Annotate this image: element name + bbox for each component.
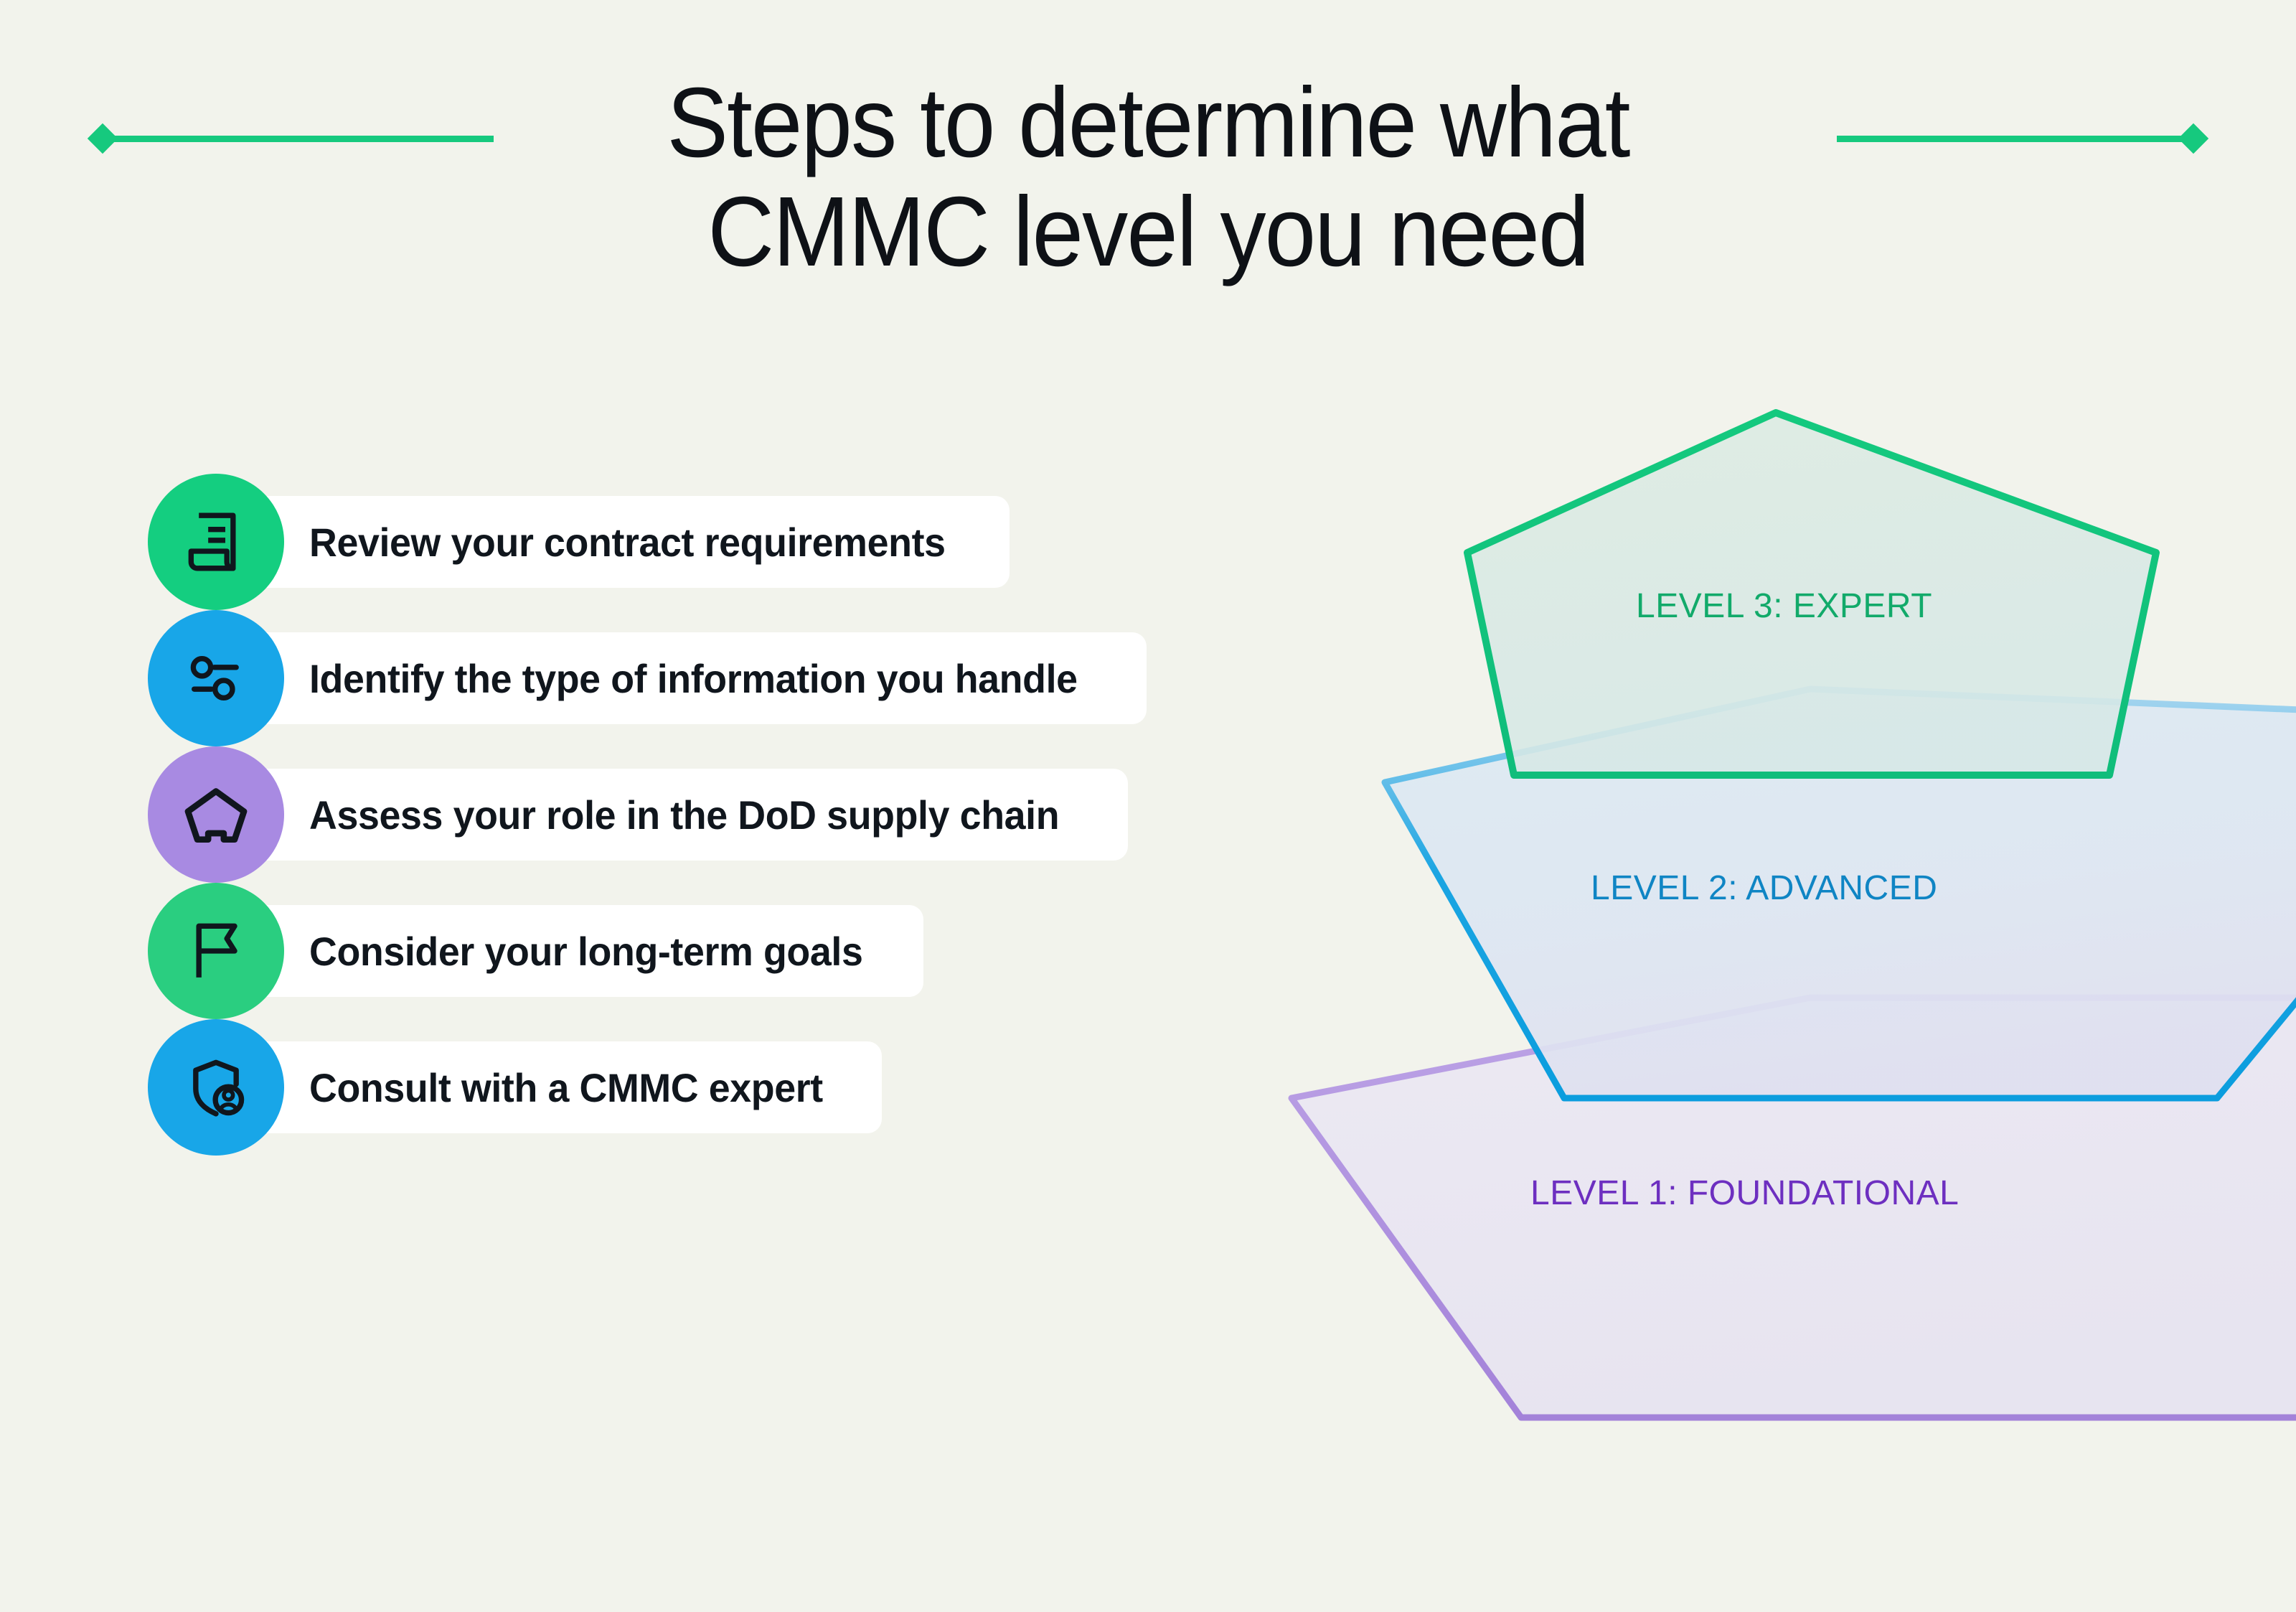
steps-list: Review your contract requirements Identi… bbox=[148, 474, 1368, 1156]
step-pill: Consult with a CMMC expert bbox=[216, 1041, 882, 1133]
step-pill: Consider your long-term goals bbox=[216, 905, 923, 997]
list-item[interactable]: Consult with a CMMC expert bbox=[148, 1019, 1368, 1156]
pentagon-building-icon bbox=[184, 788, 248, 843]
level-1-label: LEVEL 1: FOUNDATIONAL bbox=[1530, 1174, 1959, 1212]
sliders-settings-icon bbox=[190, 656, 239, 700]
page-title-text: Steps to determine what CMMC level you n… bbox=[514, 67, 1782, 287]
pentagon-stack-svg bbox=[1288, 409, 2296, 1421]
step-pill: Assess your role in the DoD supply chain bbox=[216, 769, 1128, 861]
flag-icon bbox=[196, 923, 237, 978]
document-contract-icon bbox=[188, 512, 236, 571]
line-segment bbox=[108, 135, 494, 142]
title-line-1: Steps to determine what bbox=[667, 67, 1630, 178]
step-icon-circle bbox=[148, 883, 284, 1019]
list-item[interactable]: Assess your role in the DoD supply chain bbox=[148, 746, 1368, 883]
list-item[interactable]: Review your contract requirements bbox=[148, 474, 1368, 610]
step-label: Consider your long-term goals bbox=[309, 928, 863, 974]
level-2-label: LEVEL 2: ADVANCED bbox=[1591, 869, 1938, 907]
title-line-2: CMMC level you need bbox=[707, 176, 1589, 287]
step-label: Assess your role in the DoD supply chain bbox=[309, 792, 1060, 838]
decorative-line-left bbox=[87, 123, 494, 154]
decorative-line-right bbox=[1837, 123, 2209, 154]
step-label: Consult with a CMMC expert bbox=[309, 1064, 823, 1110]
step-icon-circle bbox=[148, 610, 284, 746]
pentagon-level-3 bbox=[1464, 409, 2160, 779]
page-title: Steps to determine what CMMC level you n… bbox=[0, 67, 2296, 287]
level-3-label: LEVEL 3: EXPERT bbox=[1636, 587, 1933, 625]
step-pill: Review your contract requirements bbox=[216, 496, 1010, 588]
list-item[interactable]: Consider your long-term goals bbox=[148, 883, 1368, 1019]
step-label: Identify the type of information you han… bbox=[309, 655, 1078, 701]
step-icon-circle bbox=[148, 1019, 284, 1156]
line-segment bbox=[1837, 135, 2188, 142]
shield-person-icon bbox=[193, 1059, 245, 1117]
cmmc-levels-diagram: LEVEL 3: EXPERT LEVEL 2: ADVANCED LEVEL … bbox=[1263, 380, 2296, 1443]
step-pill: Identify the type of information you han… bbox=[216, 632, 1147, 724]
pentagon-level-2 bbox=[1381, 685, 2296, 1102]
step-icon-circle bbox=[148, 746, 284, 883]
step-icon-circle bbox=[148, 474, 284, 610]
list-item[interactable]: Identify the type of information you han… bbox=[148, 610, 1368, 746]
step-label: Review your contract requirements bbox=[309, 519, 946, 565]
